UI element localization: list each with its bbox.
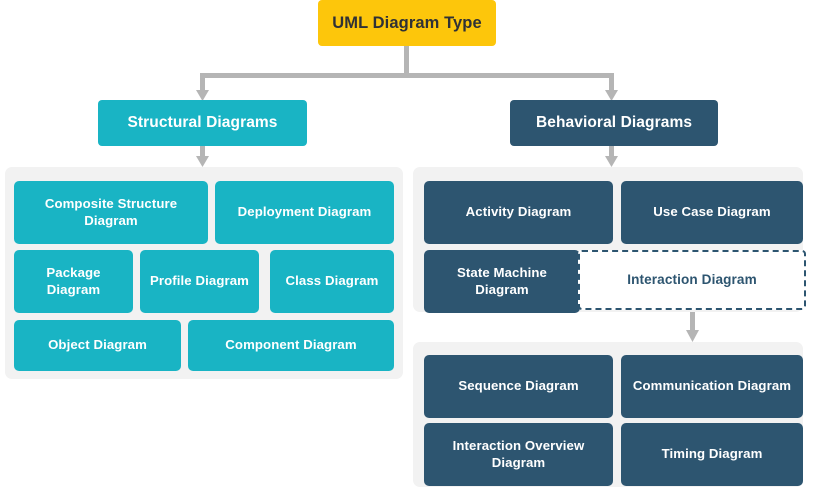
node-package-diagram[interactable]: Package Diagram xyxy=(14,250,133,313)
node-class-diagram[interactable]: Class Diagram xyxy=(270,250,394,313)
connector-behavioral-arrowhead xyxy=(605,156,618,167)
connector-left-drop xyxy=(200,73,205,92)
panel-structural-diagrams: Composite Structure Diagram Deployment D… xyxy=(5,167,403,379)
node-interaction-diagram[interactable]: Interaction Diagram xyxy=(578,250,806,310)
node-component-diagram[interactable]: Component Diagram xyxy=(188,320,394,371)
node-sequence-diagram[interactable]: Sequence Diagram xyxy=(424,355,613,418)
connector-root-stem xyxy=(404,46,409,75)
connector-structural-stem xyxy=(200,146,205,158)
connector-interaction-arrowhead xyxy=(686,330,699,342)
connector-structural-arrowhead xyxy=(196,156,209,167)
node-structural-diagrams[interactable]: Structural Diagrams xyxy=(98,100,307,146)
node-use-case-diagram[interactable]: Use Case Diagram xyxy=(621,181,803,244)
node-communication-diagram[interactable]: Communication Diagram xyxy=(621,355,803,418)
node-interaction-overview-diagram[interactable]: Interaction Overview Diagram xyxy=(424,423,613,486)
node-state-machine-diagram[interactable]: State Machine Diagram xyxy=(424,250,580,313)
node-composite-structure-diagram[interactable]: Composite Structure Diagram xyxy=(14,181,208,244)
connector-horizontal-bar xyxy=(200,73,614,78)
node-object-diagram[interactable]: Object Diagram xyxy=(14,320,181,371)
node-activity-diagram[interactable]: Activity Diagram xyxy=(424,181,613,244)
connector-right-drop xyxy=(609,73,614,92)
panel-interaction-diagrams: Sequence Diagram Communication Diagram I… xyxy=(413,342,803,487)
node-profile-diagram[interactable]: Profile Diagram xyxy=(140,250,259,313)
node-timing-diagram[interactable]: Timing Diagram xyxy=(621,423,803,486)
connector-behavioral-stem xyxy=(609,146,614,158)
node-deployment-diagram[interactable]: Deployment Diagram xyxy=(215,181,394,244)
node-behavioral-diagrams[interactable]: Behavioral Diagrams xyxy=(510,100,718,146)
node-uml-diagram-type[interactable]: UML Diagram Type xyxy=(318,0,496,46)
